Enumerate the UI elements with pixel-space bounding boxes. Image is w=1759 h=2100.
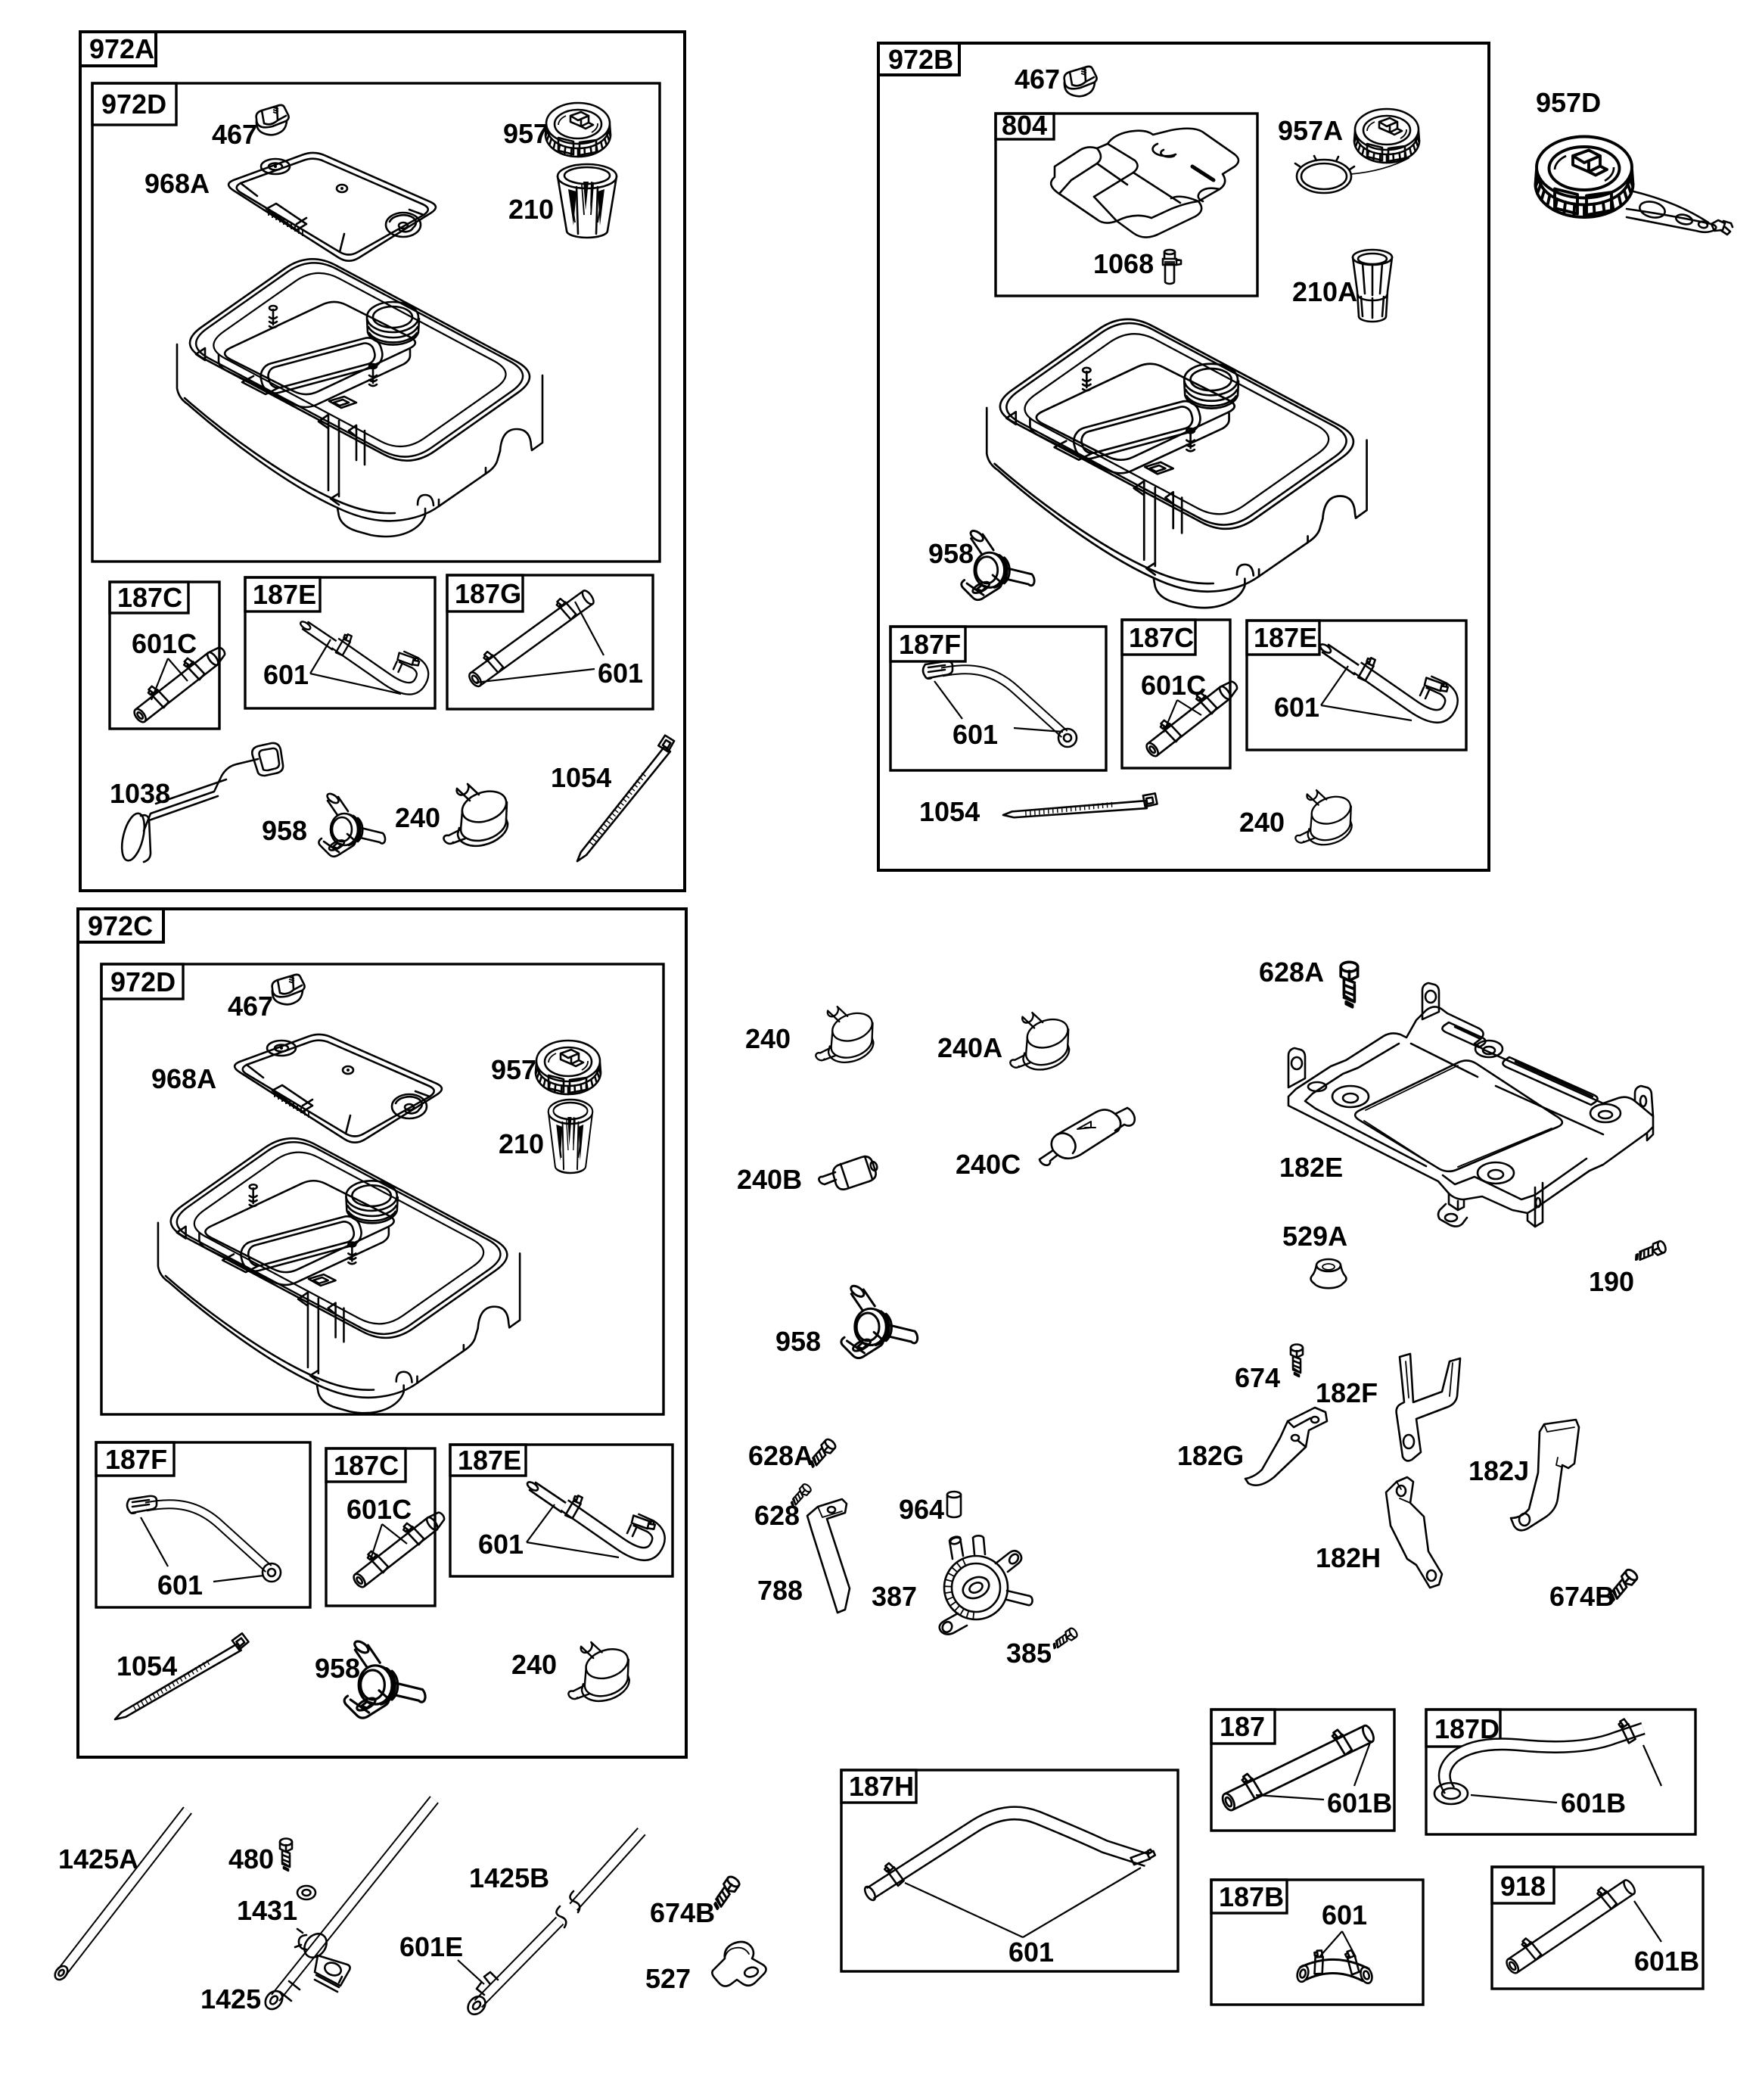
svg-text:628A: 628A: [1259, 957, 1324, 988]
svg-text:182F: 182F: [1316, 1377, 1378, 1408]
svg-text:628A: 628A: [748, 1440, 813, 1471]
svg-text:674B: 674B: [1549, 1581, 1614, 1612]
svg-text:187C: 187C: [1129, 622, 1194, 653]
svg-text:601: 601: [1274, 692, 1319, 723]
svg-text:958: 958: [262, 815, 307, 846]
svg-text:674: 674: [1235, 1362, 1280, 1393]
svg-text:187F: 187F: [105, 1444, 167, 1475]
svg-text:190: 190: [1589, 1266, 1634, 1297]
svg-text:601B: 601B: [1327, 1787, 1392, 1818]
svg-text:1054: 1054: [919, 796, 980, 827]
svg-text:187E: 187E: [1254, 622, 1317, 653]
svg-text:601B: 601B: [1634, 1946, 1699, 1977]
svg-text:182G: 182G: [1177, 1440, 1244, 1471]
svg-text:187F: 187F: [899, 629, 961, 660]
svg-text:385: 385: [1006, 1638, 1052, 1669]
svg-text:972D: 972D: [110, 966, 176, 997]
svg-text:182E: 182E: [1279, 1152, 1343, 1183]
svg-text:601: 601: [953, 719, 998, 750]
svg-text:187C: 187C: [334, 1450, 399, 1481]
svg-text:1425B: 1425B: [469, 1862, 549, 1893]
svg-text:957D: 957D: [1536, 87, 1601, 118]
svg-text:601B: 601B: [1561, 1787, 1626, 1818]
svg-text:467: 467: [212, 119, 257, 150]
svg-text:210: 210: [499, 1128, 544, 1159]
svg-text:467: 467: [1015, 64, 1060, 95]
svg-text:918: 918: [1500, 1871, 1546, 1902]
svg-text:972A: 972A: [89, 33, 154, 64]
svg-text:804: 804: [1002, 110, 1047, 141]
svg-text:467: 467: [228, 991, 273, 1022]
svg-text:964: 964: [899, 1494, 944, 1525]
svg-text:240: 240: [511, 1649, 557, 1680]
svg-text:601: 601: [157, 1570, 203, 1601]
svg-text:958: 958: [928, 538, 974, 569]
svg-text:1054: 1054: [551, 762, 611, 793]
svg-text:240: 240: [745, 1023, 791, 1054]
svg-text:601: 601: [263, 659, 309, 690]
svg-text:601: 601: [1322, 1899, 1367, 1930]
svg-text:387: 387: [872, 1581, 917, 1612]
svg-text:957: 957: [503, 118, 549, 149]
svg-text:182J: 182J: [1468, 1455, 1529, 1486]
svg-text:1054: 1054: [117, 1650, 177, 1682]
svg-text:1425A: 1425A: [58, 1843, 138, 1874]
svg-text:187E: 187E: [458, 1445, 521, 1476]
svg-text:957: 957: [491, 1054, 536, 1085]
svg-text:1425: 1425: [200, 1983, 261, 2014]
svg-text:968A: 968A: [151, 1063, 216, 1094]
svg-text:972D: 972D: [101, 89, 166, 120]
svg-text:240C: 240C: [956, 1149, 1021, 1180]
svg-text:601: 601: [1008, 1937, 1054, 1968]
svg-text:187: 187: [1220, 1711, 1265, 1742]
svg-text:958: 958: [315, 1653, 360, 1684]
svg-text:601E: 601E: [399, 1931, 463, 1962]
svg-text:527: 527: [645, 1963, 691, 1994]
svg-text:187G: 187G: [455, 578, 521, 609]
svg-text:240B: 240B: [737, 1164, 802, 1195]
svg-text:968A: 968A: [145, 168, 210, 199]
svg-text:972C: 972C: [88, 910, 153, 941]
svg-text:240A: 240A: [937, 1032, 1002, 1063]
svg-text:1038: 1038: [110, 778, 170, 809]
svg-text:240: 240: [395, 802, 440, 833]
svg-text:601C: 601C: [1141, 670, 1206, 701]
svg-text:210A: 210A: [1292, 276, 1357, 307]
svg-text:240: 240: [1239, 807, 1285, 838]
svg-text:480: 480: [228, 1843, 274, 1874]
svg-text:187B: 187B: [1219, 1881, 1284, 1912]
svg-text:601C: 601C: [132, 628, 197, 659]
svg-text:529A: 529A: [1282, 1221, 1347, 1252]
svg-text:187H: 187H: [849, 1771, 914, 1802]
svg-text:788: 788: [757, 1575, 803, 1606]
svg-text:972B: 972B: [888, 44, 953, 75]
svg-text:601: 601: [598, 658, 643, 689]
svg-text:601C: 601C: [347, 1494, 412, 1525]
svg-text:1431: 1431: [237, 1895, 297, 1926]
svg-text:601: 601: [478, 1529, 524, 1560]
svg-text:182H: 182H: [1316, 1542, 1381, 1573]
svg-text:210: 210: [508, 194, 554, 225]
svg-text:957A: 957A: [1278, 115, 1343, 146]
svg-text:187C: 187C: [117, 582, 182, 613]
svg-text:187E: 187E: [253, 579, 316, 610]
svg-text:1068: 1068: [1093, 248, 1154, 279]
svg-text:674B: 674B: [650, 1897, 715, 1928]
svg-text:958: 958: [775, 1326, 821, 1357]
